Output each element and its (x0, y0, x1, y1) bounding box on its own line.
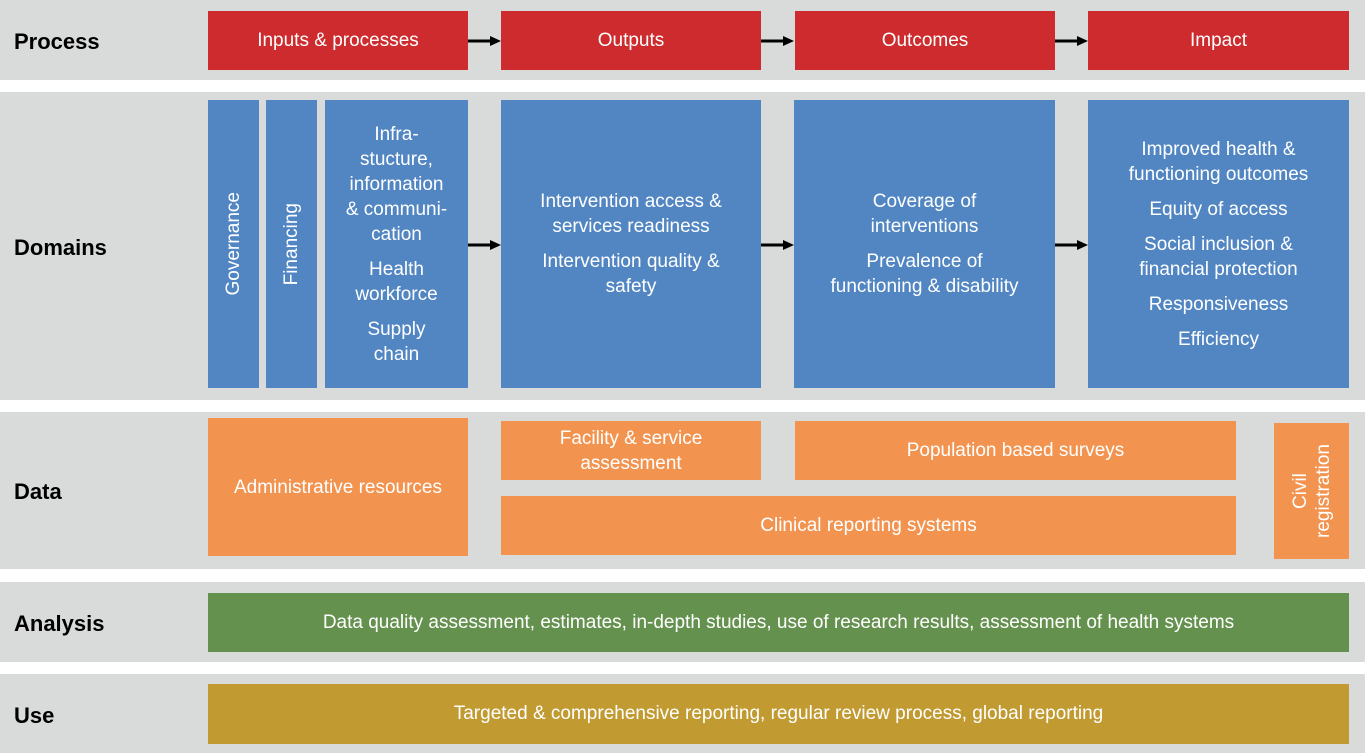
financing-text: Financing (281, 202, 302, 286)
process-label: Process (14, 29, 100, 54)
stage-outcomes: Outcomes (795, 11, 1055, 70)
domain-item: Health workforce (355, 258, 438, 305)
domain-item: Coverage of interventions (870, 191, 979, 237)
use-text: Targeted & comprehensive reporting, regu… (453, 703, 1104, 724)
stage-impact: Impact (1088, 11, 1349, 70)
governance-text: Governance (223, 192, 244, 296)
domain-item: Prevalence of functioning & disability (830, 251, 1019, 297)
stage-inputs-processes: Inputs & processes (208, 11, 468, 70)
domain-item: Supply chain (367, 318, 426, 365)
analysis-text: Data quality assessment, estimates, in-d… (322, 611, 1235, 633)
use-box: Targeted & comprehensive reporting, regu… (208, 684, 1349, 744)
domain-outcomes: Coverage of interventions Prevalence of … (794, 100, 1055, 388)
process-band: Process Inputs & processes Outputs Outco… (0, 0, 1365, 80)
data-source-text: Clinical reporting systems (760, 515, 977, 536)
data-clinical-reporting: Clinical reporting systems (501, 496, 1236, 555)
stage-label: Outcomes (881, 29, 969, 51)
data-facility-assessment: Facility & service assessment (501, 421, 761, 480)
domain-item: Equity of access (1149, 198, 1288, 220)
domain-outputs: Intervention access & services readiness… (501, 100, 761, 388)
domain-impact: Improved health & functioning outcomes E… (1088, 100, 1349, 388)
stage-outputs: Outputs (501, 11, 761, 70)
data-population-surveys: Population based surveys (795, 421, 1236, 480)
domain-inputs: Infra- stucture, information & communi- … (325, 100, 468, 388)
data-source-text: Administrative resources (233, 476, 443, 498)
domain-item: Intervention access & services readiness (540, 191, 722, 237)
analysis-band: Analysis Data quality assessment, estima… (0, 582, 1365, 662)
use-band: Use Targeted & comprehensive reporting, … (0, 674, 1365, 753)
arrow-right-icon (1055, 239, 1089, 251)
arrow-right-icon (468, 35, 502, 47)
domain-governance: Governance (208, 100, 259, 388)
domains-label: Domains (14, 235, 107, 260)
data-source-text: Facility & service assessment (559, 427, 703, 474)
data-source-text: Civil registration (1289, 444, 1334, 538)
data-civil-registration: Civil registration (1274, 423, 1349, 559)
domain-item: Infra- stucture, information & communi- … (345, 123, 448, 245)
domain-item: Intervention quality & safety (542, 251, 720, 297)
data-label: Data (14, 479, 62, 504)
arrow-right-icon (761, 239, 795, 251)
domain-item: Social inclusion & financial protection (1139, 233, 1298, 280)
stage-label: Impact (1189, 29, 1248, 51)
data-band: Data Administrative resources Facility &… (0, 412, 1365, 569)
domain-item: Responsiveness (1148, 293, 1289, 315)
arrow-right-icon (761, 35, 795, 47)
domain-item: Efficiency (1178, 328, 1259, 350)
domain-financing: Financing (266, 100, 317, 388)
analysis-box: Data quality assessment, estimates, in-d… (208, 593, 1349, 652)
data-administrative-resources: Administrative resources (208, 418, 468, 556)
stage-label: Outputs (597, 29, 665, 51)
arrow-right-icon (468, 239, 502, 251)
analysis-label: Analysis (14, 611, 105, 636)
domain-item: Improved health & functioning outcomes (1128, 138, 1309, 185)
use-label: Use (14, 703, 55, 728)
domains-band: Domains Governance Financing Infra- stuc… (0, 92, 1365, 400)
data-source-text: Population based surveys (906, 440, 1125, 461)
arrow-right-icon (1055, 35, 1089, 47)
stage-label: Inputs & processes (257, 29, 419, 51)
